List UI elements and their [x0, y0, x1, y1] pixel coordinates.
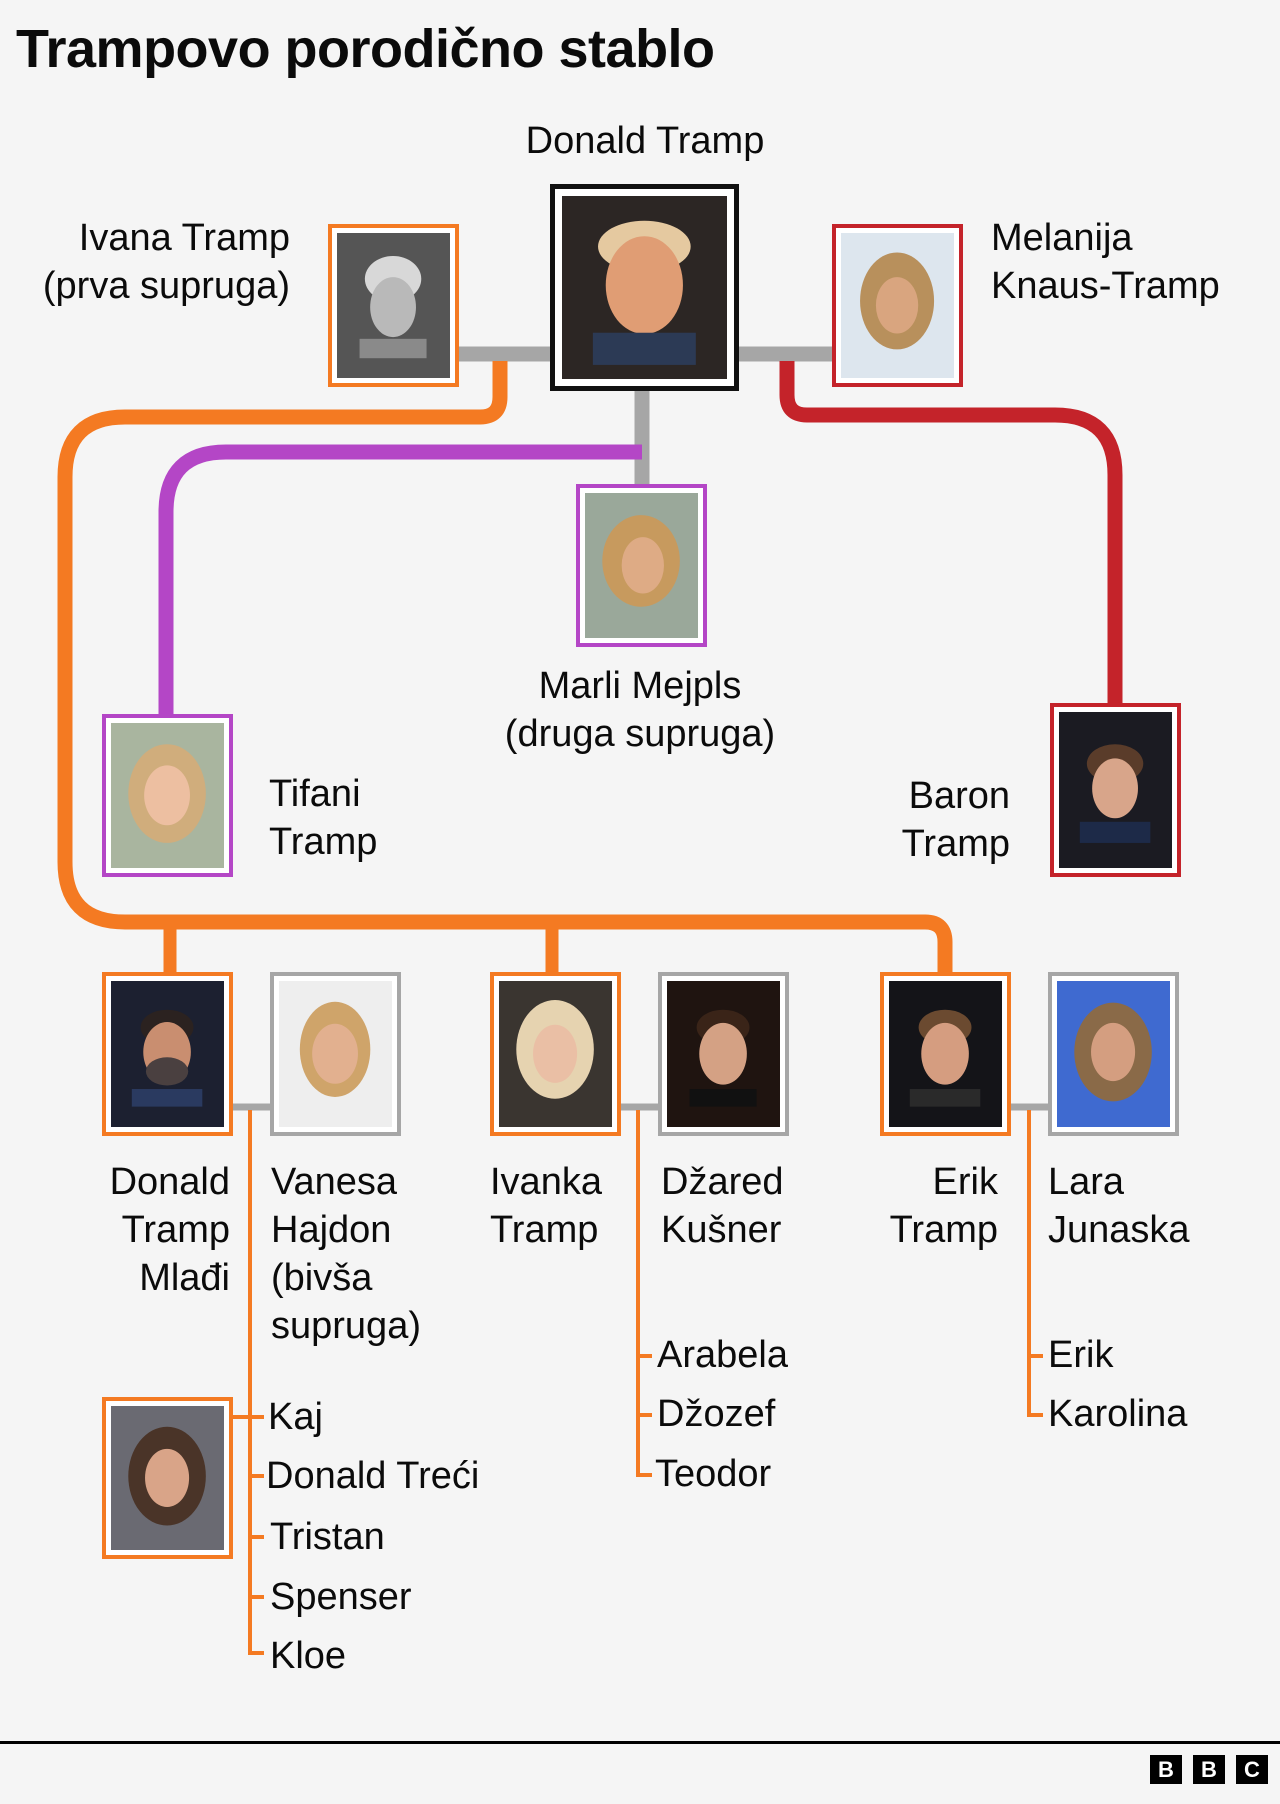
donald-trump-label: Donald Tramp	[525, 120, 765, 162]
portrait-icon	[910, 1009, 981, 1107]
lara-trump-photo	[1048, 972, 1179, 1136]
lara-trump-label: Lara Junaska	[1048, 1161, 1190, 1251]
marla-maples-photo	[576, 484, 707, 647]
ivana-trump-photo	[328, 224, 459, 387]
eric-trump-photo	[880, 972, 1011, 1136]
ivanka-trump-label: Ivanka Tramp	[490, 1161, 602, 1251]
melania-child-line	[779, 361, 1123, 703]
grandchild-item: Spenser	[270, 1576, 412, 1618]
donald-jr-grandchildren-bracket	[233, 1110, 264, 1655]
vanessa-haydon-label: Vanesa Hajdon (bivša supruga)	[271, 1161, 421, 1347]
portrait-icon	[690, 1009, 757, 1107]
marla-maples-label: Marli Mejpls (druga supruga)	[504, 665, 776, 755]
portrait-icon	[300, 1001, 371, 1098]
marla-child-line	[158, 444, 642, 714]
logo-letter: B	[1193, 1755, 1225, 1784]
donald-jr-photo	[102, 972, 233, 1136]
melania-trump-label: Melanija Knaus-Tramp	[991, 217, 1220, 307]
tiffany-trump-label: Tifani Tramp	[269, 773, 378, 863]
eric-trump-label: Erik Tramp	[889, 1161, 998, 1251]
ivana-children-line	[57, 361, 953, 973]
bbc-logo: B B C	[1150, 1755, 1268, 1784]
grandchild-item: Kloe	[270, 1635, 347, 1677]
grandchild-item: Donald Treći	[266, 1455, 480, 1497]
footer-divider	[0, 1741, 1280, 1744]
barron-trump-photo	[1050, 703, 1181, 877]
portrait-icon	[1080, 744, 1151, 843]
grandchild-item: Kaj	[268, 1396, 323, 1438]
tiffany-trump-photo	[102, 714, 233, 877]
portrait-icon	[128, 744, 207, 844]
eric-grandchildren-bracket	[1027, 1110, 1043, 1417]
melania-trump-photo	[832, 224, 963, 387]
portrait-icon	[602, 515, 681, 607]
barron-trump-label: Baron Tramp	[901, 775, 1010, 865]
donald-jr-label: Donald Tramp Mlađi	[109, 1161, 230, 1299]
page-title: Trampovo porodično stablo	[16, 19, 715, 79]
vanessa-haydon-photo	[270, 972, 401, 1136]
portrait-icon	[1074, 1002, 1153, 1102]
grandchild-item: Erik	[1048, 1334, 1114, 1376]
portrait-icon	[593, 220, 696, 365]
ivanka-grandchildren-bracket	[636, 1110, 652, 1477]
jared-kushner-label: Džared Kušner	[661, 1161, 784, 1251]
grandchild-item: Arabela	[657, 1334, 788, 1376]
portrait-icon	[132, 1009, 203, 1107]
logo-letter: C	[1236, 1755, 1268, 1784]
portrait-icon	[360, 256, 427, 359]
logo-letter: B	[1150, 1755, 1182, 1784]
ivanka-trump-photo	[490, 972, 621, 1136]
portrait-icon	[516, 1000, 595, 1099]
donald-trump-photo	[550, 184, 739, 391]
grandchild-item: Karolina	[1048, 1393, 1188, 1435]
kai-trump-photo	[102, 1397, 233, 1559]
portrait-icon	[860, 252, 935, 350]
jared-kushner-photo	[658, 972, 789, 1136]
portrait-icon	[128, 1426, 207, 1526]
ivana-trump-label: Ivana Tramp (prva supruga)	[42, 217, 290, 307]
grandchild-item: Teodor	[655, 1453, 772, 1495]
grandchild-item: Tristan	[270, 1516, 385, 1558]
grandchild-item: Džozef	[657, 1393, 776, 1435]
